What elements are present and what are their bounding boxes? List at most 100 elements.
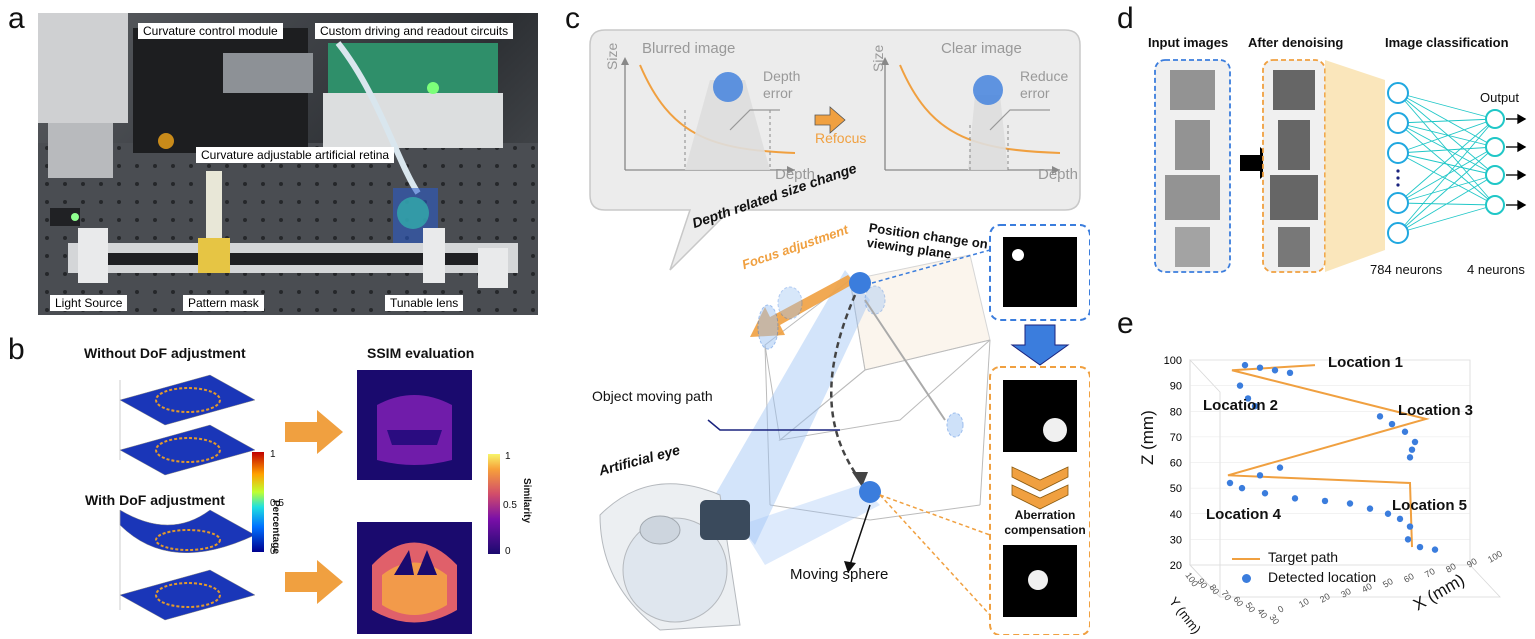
- panel-letter-b: b: [8, 333, 25, 366]
- network-connections: [1397, 92, 1496, 234]
- input-neurons: [1387, 82, 1409, 244]
- detected-point: [1261, 490, 1269, 497]
- detected-point: [1416, 543, 1424, 551]
- legend-detected-swatch: [1242, 574, 1251, 583]
- z-tick-label: 80: [1170, 406, 1182, 418]
- label-tunable-lens: Tunable lens: [385, 295, 464, 311]
- viewing-plane-box: [989, 224, 1090, 321]
- panel-d-network: [1154, 59, 1527, 273]
- cb-right-max: 1: [505, 451, 511, 462]
- detected-point: [1251, 402, 1259, 410]
- z-axis-label: Z (mm): [1138, 410, 1157, 465]
- cb-left-label: Percentage: [270, 500, 281, 554]
- y-tick-label: 60: [1231, 594, 1245, 608]
- moving-sphere-label: Moving sphere: [790, 566, 889, 583]
- sphere-top: [849, 272, 871, 294]
- down-arrow: [1010, 324, 1070, 366]
- y-tick-label: 30: [1267, 612, 1281, 626]
- x-tick-label: 80: [1444, 561, 1458, 575]
- detected-point: [1238, 484, 1246, 492]
- y-tick-label: 80: [1207, 582, 1221, 596]
- x-tick-label: 90: [1465, 556, 1479, 570]
- detected-point: [1431, 546, 1439, 553]
- panel-letter-d: d: [1117, 2, 1134, 35]
- ssim-map-with: [357, 522, 472, 634]
- location-1-label: Location 1: [1328, 354, 1404, 371]
- x-tick-label: 70: [1423, 566, 1437, 580]
- detected-point: [1406, 523, 1414, 530]
- panel-letter-e: e: [1117, 307, 1134, 340]
- without-dof-upper-plane: [119, 374, 256, 426]
- z-tick-label: 90: [1170, 381, 1182, 393]
- detected-point: [1291, 495, 1299, 502]
- vision-beam: [715, 270, 870, 545]
- moving-path-line: [830, 294, 862, 481]
- with-dof-curved-surface: [119, 509, 256, 554]
- y-tick-label: 50: [1243, 600, 1257, 614]
- depth-axis-right: Depth: [1038, 166, 1079, 183]
- with-dof-flat-plane: [119, 569, 256, 621]
- detected-point: [1388, 420, 1396, 428]
- detected-point: [1256, 472, 1264, 479]
- label-pattern-mask: Pattern mask: [183, 295, 264, 311]
- location-5-label: Location 5: [1392, 497, 1468, 514]
- detected-point: [1244, 395, 1252, 402]
- detected-point: [1366, 505, 1374, 512]
- percentage-colorbar: [252, 452, 264, 552]
- neuron-ellipsis: [1396, 169, 1400, 187]
- detected-point: [1256, 364, 1264, 371]
- without-dof-lower-plane: [119, 424, 256, 476]
- refocus-arrow: [814, 106, 846, 134]
- clear-image-title: Clear image: [941, 40, 1022, 57]
- output-label: Output: [1480, 90, 1520, 105]
- x-tick-label: 10: [1297, 596, 1311, 610]
- detected-point: [1376, 413, 1384, 420]
- detected-point: [1226, 479, 1234, 487]
- output-arrows: [1506, 113, 1527, 211]
- size-axis-right: Size: [870, 44, 886, 72]
- legend-detected-label: Detected location: [1268, 569, 1377, 585]
- b-arrow-bottom: [285, 560, 343, 604]
- z-tick-label: 100: [1164, 355, 1182, 367]
- detected-point: [1406, 454, 1414, 461]
- ssim-map-without: [357, 370, 472, 480]
- blurred-image-title: Blurred image: [642, 40, 736, 57]
- label-custom-driving: Custom driving and readout circuits: [315, 23, 514, 39]
- location-3-label: Location 3: [1398, 402, 1474, 419]
- x-tick-label: 50: [1381, 576, 1395, 590]
- input-images-title: Input images: [1148, 35, 1229, 50]
- detected-point: [1384, 510, 1392, 517]
- x-tick-label: 20: [1318, 591, 1332, 605]
- neurons-4-label: 4 neurons: [1467, 262, 1525, 277]
- panel-letter-a: a: [8, 2, 25, 35]
- detected-point: [1271, 367, 1279, 374]
- z-tick-label: 40: [1170, 509, 1182, 521]
- blurred-sphere: [713, 72, 743, 102]
- clear-chart: [881, 57, 1061, 174]
- output-neurons: [1485, 109, 1505, 215]
- b-arrows: [285, 410, 343, 604]
- similarity-colorbar: [488, 454, 500, 554]
- z-tick-label: 50: [1170, 483, 1182, 495]
- legend-target-label: Target path: [1268, 549, 1339, 565]
- b-arrow-top: [285, 410, 343, 454]
- z-tick-label: 30: [1170, 534, 1182, 546]
- y-tick-label: 70: [1219, 588, 1233, 602]
- target-path: [1227, 364, 1430, 548]
- detected-point: [1396, 515, 1404, 523]
- detected-point: [1236, 382, 1244, 389]
- detected-point: [1411, 438, 1419, 446]
- location-4-label: Location 4: [1206, 506, 1282, 523]
- ssim-title: SSIM evaluation: [367, 345, 475, 361]
- cb-right-mid: 0.5: [503, 500, 517, 511]
- cb-left-mid: 0.5: [270, 498, 284, 509]
- clear-sphere: [973, 75, 1003, 105]
- detected-point: [1286, 369, 1294, 377]
- object-path-label: Object moving path: [592, 388, 713, 404]
- location-2-label: Location 2: [1203, 397, 1279, 414]
- cb-left-max: 1: [270, 449, 276, 460]
- x-tick-label: 100: [1486, 549, 1504, 565]
